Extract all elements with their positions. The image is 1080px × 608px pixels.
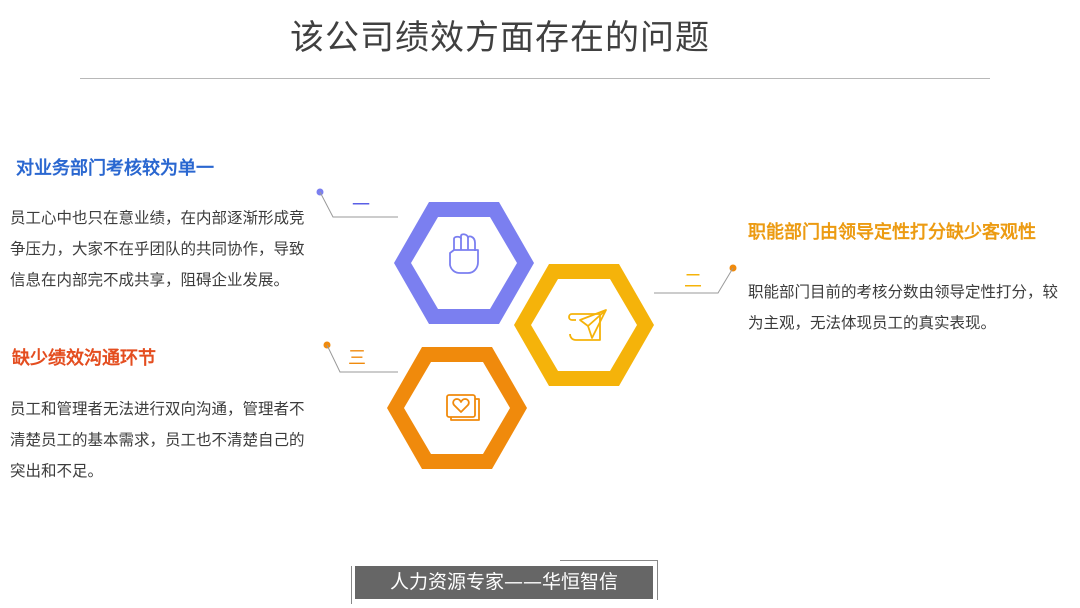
- item-2-heading: 职能部门由领导定性打分缺少客观性: [748, 222, 1036, 243]
- hexagon-3: [387, 347, 527, 469]
- heart-card-icon: [446, 394, 480, 421]
- title-divider: [80, 78, 990, 79]
- numeral-1: 一: [352, 195, 370, 216]
- numeral-3: 三: [348, 348, 366, 369]
- item-3-heading: 缺少绩效沟通环节: [12, 348, 156, 369]
- footer-frame-right: [657, 560, 658, 600]
- page-title: 该公司绩效方面存在的问题: [290, 18, 710, 58]
- connector-2: 二: [654, 264, 737, 294]
- paper-plane-scroll-icon: [568, 309, 607, 341]
- connector-3: 三: [323, 341, 398, 373]
- hexagon-1: [394, 202, 534, 324]
- item-2-text: 职能部门目前的考核分数由领导定性打分，较为主观，无法体现员工的真实表现。: [748, 283, 1059, 332]
- numeral-2: 二: [684, 271, 702, 292]
- footer-frame-top: [560, 560, 658, 561]
- item-1-text: 员工心中也只在意业绩，在内部逐渐形成竞争压力，大家不在乎团队的共同协作，导致信息…: [10, 209, 305, 289]
- item-3-text: 员工和管理者无法进行双向沟通，管理者不清楚员工的基本需求，员工也不清楚自己的突出…: [10, 400, 305, 480]
- item-1-heading: 对业务部门考核较为单一: [16, 158, 214, 179]
- hand-icon: [449, 233, 479, 274]
- hexagon-2: [514, 264, 654, 386]
- footer-frame-left: [351, 566, 352, 604]
- connector-1: 一: [316, 188, 398, 218]
- footer-banner: 人力资源专家——华恒智信: [355, 566, 653, 599]
